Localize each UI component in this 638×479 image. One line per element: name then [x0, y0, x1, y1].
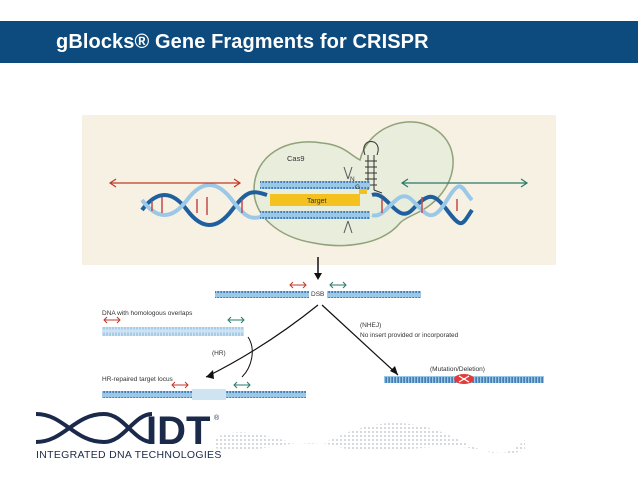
logo-tagline: INTEGRATED DNA TECHNOLOGIES: [36, 449, 222, 461]
header-bar: [0, 21, 638, 63]
hr-label: (HR): [212, 350, 226, 357]
dsb-label: DSB: [311, 291, 324, 298]
cas9-label: Cas9: [287, 154, 305, 163]
hr-arrow-green: [233, 381, 251, 389]
unwound-strand-bottom: [260, 211, 370, 219]
scissors-top: [343, 166, 353, 180]
dsb-arrow-red: [289, 281, 307, 289]
donor-fragment: [102, 327, 244, 336]
dsb-left-fragment: [215, 291, 309, 298]
nhej-label: (NHEJ): [360, 322, 381, 329]
homology-arrow-right: [400, 178, 529, 188]
hr-arrow-red: [171, 381, 189, 389]
slide-title: gBlocks® Gene Fragments for CRISPR: [56, 31, 429, 53]
homology-arrow-left: [108, 178, 242, 188]
pam-g-label: G: [355, 184, 360, 191]
target-label: Target: [307, 198, 327, 205]
donor-arrow-red: [103, 316, 121, 324]
footer-dot-wave: [215, 423, 525, 454]
nhej-result-label: (Mutation/Deletion): [430, 366, 485, 373]
hr-curve: [241, 336, 253, 378]
helix-left-strand-a: [140, 190, 268, 227]
hr-result-right: [226, 391, 306, 398]
helix-rungs: [151, 197, 458, 215]
hr-result-left: [102, 391, 192, 398]
helix-right-strand-b: [371, 184, 474, 218]
hr-arrow: [205, 304, 319, 378]
pam-box: [359, 185, 367, 194]
scissors-bottom: [343, 220, 353, 234]
donor-arrow-green: [227, 316, 245, 324]
helix-left-strand-b: [140, 183, 268, 220]
crispr-repair-diagram: Target Cas9 N G DSB: [82, 115, 556, 400]
logo-name: IDT: [146, 409, 210, 453]
dsb-right-fragment: [327, 291, 421, 298]
target-region: [270, 194, 360, 206]
unwound-strand-top: [260, 181, 370, 189]
hr-result-label: HR-repaired target locus: [102, 376, 174, 383]
double-helix-icon: [35, 412, 153, 444]
dsb-arrow-green: [329, 281, 347, 289]
logo-registered: ®: [214, 414, 220, 422]
nhej-note: No insert provided or incorporated: [360, 332, 459, 339]
nhej-arrow: [321, 304, 399, 376]
hr-result-insert: [192, 389, 226, 400]
donor-label: DNA with homologous overlaps: [102, 310, 193, 317]
pam-n-label: N: [350, 176, 355, 183]
idt-logo: IDT ®: [35, 409, 220, 453]
